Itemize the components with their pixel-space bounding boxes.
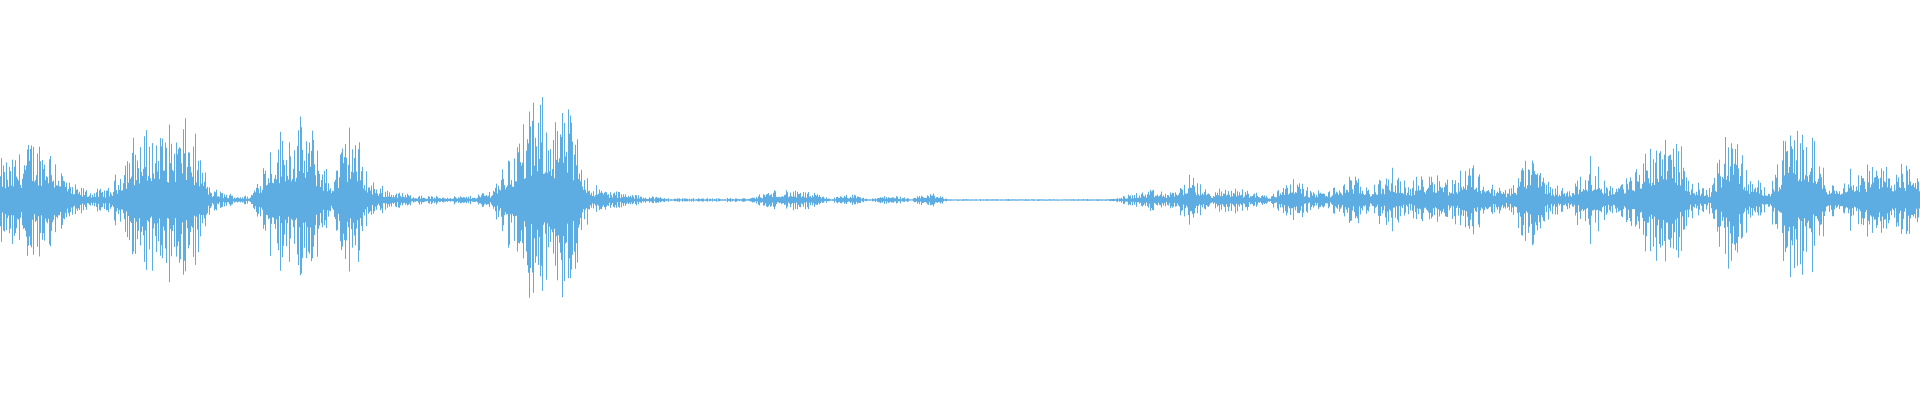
waveform-path [0,97,1920,298]
